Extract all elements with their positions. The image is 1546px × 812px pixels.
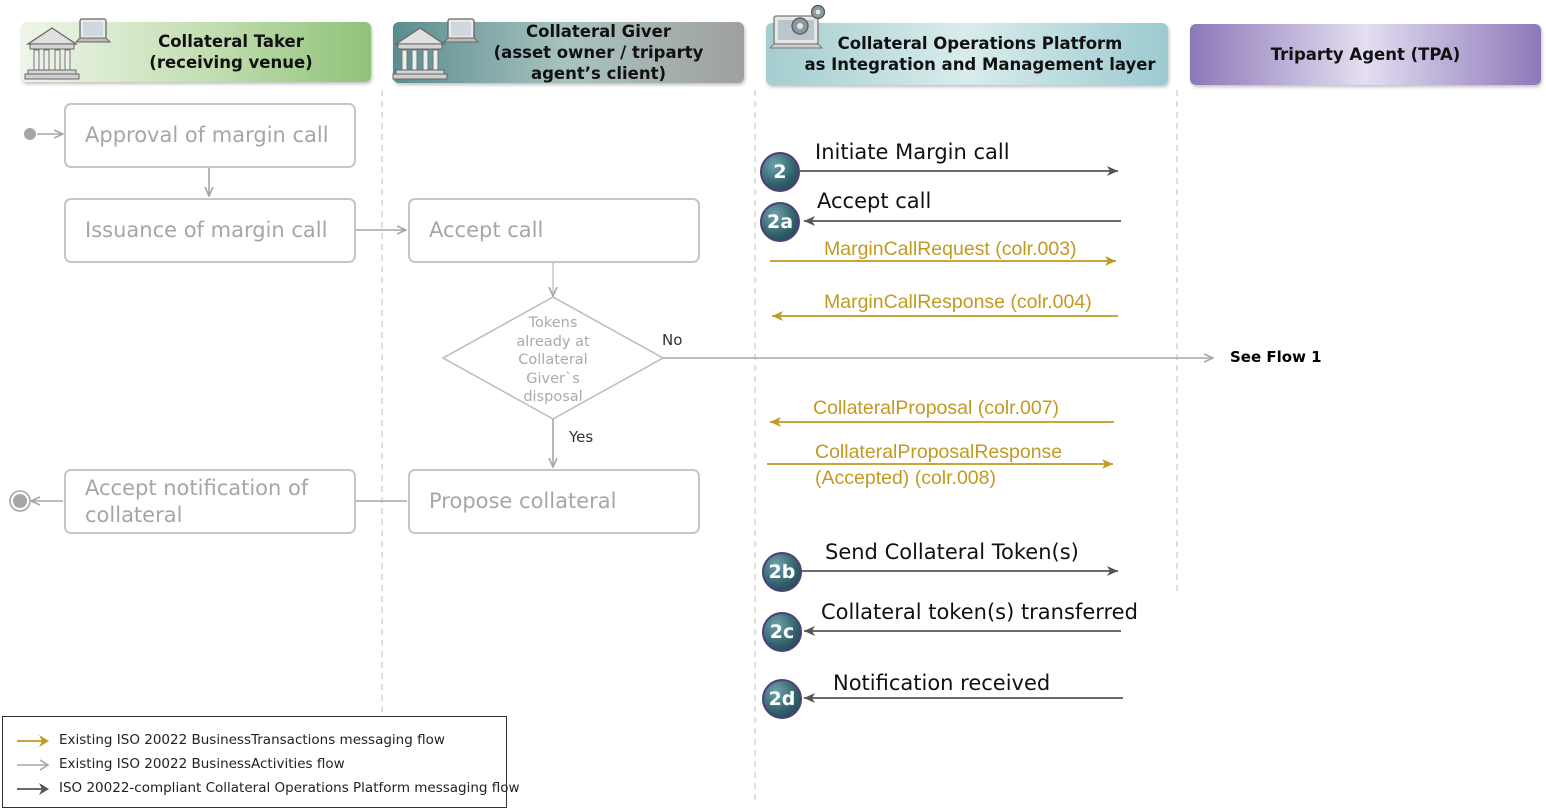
activity-propose-collateral: Propose collateral <box>408 469 700 534</box>
step-label-2: Initiate Margin call <box>815 140 1010 164</box>
step-badge-2b: 2b <box>762 552 802 592</box>
step-label-2c: Collateral token(s) transferred <box>821 600 1138 624</box>
msg-margin-call-response: MarginCallResponse (colr.004) <box>824 291 1092 313</box>
activity-label: Accept notification of <box>85 475 309 500</box>
lane-header-collateral-taker: Collateral Taker (receiving venue) <box>21 22 371 82</box>
legend-item-cop-messaging: ISO 20022-compliant Collateral Operation… <box>3 779 520 799</box>
lane-header-collateral-operations-platform: Collateral Operations Platform as Integr… <box>766 23 1168 85</box>
msg-margin-call-request: MarginCallRequest (colr.003) <box>824 238 1077 260</box>
activity-accept-call: Accept call <box>408 198 700 263</box>
legend-text: Existing ISO 20022 BusinessTransactions … <box>59 732 445 748</box>
msg-collateral-proposal: CollateralProposal (colr.007) <box>813 397 1060 419</box>
step-label-2b: Send Collateral Token(s) <box>825 540 1079 564</box>
legend-item-business-transactions: Existing ISO 20022 BusinessTransactions … <box>3 731 503 751</box>
msg-collateral-proposal-response: CollateralProposalResponse (Accepted) (c… <box>815 441 1063 489</box>
lane-title: Triparty Agent (TPA) <box>1270 45 1461 64</box>
lane-header-triparty-agent: Triparty Agent (TPA) <box>1190 24 1541 85</box>
step-badge-2d: 2d <box>762 679 802 719</box>
activity-label: Approval of margin call <box>85 123 329 147</box>
legend-text: ISO 20022-compliant Collateral Operation… <box>59 780 520 796</box>
dark-arrow-icon <box>17 783 49 795</box>
lane-subtitle-cont: agent’s client) <box>530 64 667 83</box>
activity-approval-of-margin-call: Approval of margin call <box>64 103 356 168</box>
lane-subtitle: (receiving venue) <box>149 53 313 72</box>
step-badge-2c: 2c <box>762 612 802 652</box>
bank-laptop-icon <box>392 18 480 80</box>
decision-label: Tokens already at Collateral Giver`s dis… <box>516 315 590 405</box>
activity-label: Propose collateral <box>429 489 617 513</box>
lane-title: Collateral Operations Platform <box>837 34 1123 53</box>
decision-no-label: No <box>662 331 683 349</box>
decision-yes-label: Yes <box>569 428 594 446</box>
step-badge-2: 2 <box>760 152 800 192</box>
lane-subtitle: as Integration and Management layer <box>804 55 1156 74</box>
step-label-2d: Notification received <box>833 671 1051 695</box>
activity-accept-notification-of-collateral: Accept notification of collateral <box>64 469 356 534</box>
gold-arrow-icon <box>17 735 49 747</box>
activity-label-cont: collateral <box>85 502 183 527</box>
activity-label: Accept call <box>429 218 544 242</box>
lane-header-collateral-giver: Collateral Giver (asset owner / triparty… <box>393 22 744 83</box>
activity-issuance-of-margin-call: Issuance of margin call <box>64 198 356 263</box>
grey-arrow-icon <box>17 759 50 771</box>
start-event-icon <box>24 128 36 140</box>
laptop-gears-icon <box>770 4 826 49</box>
lane-title: Collateral Taker <box>158 32 304 51</box>
legend: Existing ISO 20022 BusinessTransactions … <box>2 716 520 808</box>
bank-laptop-icon <box>24 18 112 80</box>
lane-title: Collateral Giver <box>526 22 671 41</box>
legend-item-business-activities: Existing ISO 20022 BusinessActivities fl… <box>3 755 503 775</box>
step-badge-2a: 2a <box>760 202 800 242</box>
step-label-2a: Accept call <box>817 189 932 213</box>
activity-label: Issuance of margin call <box>85 218 328 242</box>
end-event-icon <box>9 490 31 512</box>
legend-text: Existing ISO 20022 BusinessActivities fl… <box>59 756 345 772</box>
see-flow-1-link[interactable]: See Flow 1 <box>1230 348 1322 366</box>
lane-subtitle: (asset owner / triparty <box>493 43 704 62</box>
